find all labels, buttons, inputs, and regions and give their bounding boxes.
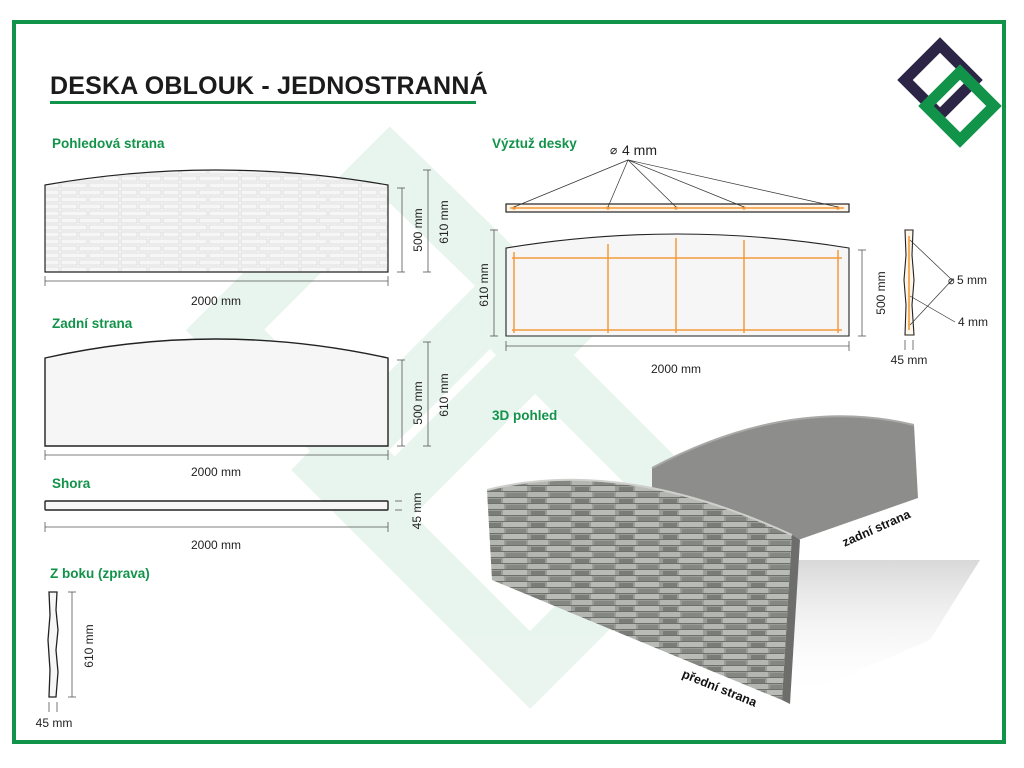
top-view-drawing (44, 500, 402, 532)
section-side-view: Z boku (zprava) (50, 566, 150, 581)
page-title: DESKA OBLOUK - JEDNOSTRANNÁ (50, 72, 488, 100)
section-back-view: Zadní strana (52, 316, 133, 331)
overlapping-squares-logo (897, 37, 1002, 148)
rebar-front-drawing (490, 229, 866, 351)
rebar-side-drawing (903, 229, 956, 350)
title-underline (50, 101, 476, 104)
section-rebar: Výztuž desky (492, 136, 577, 151)
rebar-top-strip (505, 159, 850, 213)
section-top-view: Shora (52, 476, 91, 491)
side-view-drawing (47, 591, 76, 712)
back-view-drawing (44, 338, 431, 460)
section-3d-view: 3D pohled (492, 408, 558, 423)
panel-3d-render (486, 415, 980, 704)
section-front-view: Pohledová strana (52, 136, 165, 151)
front-view-drawing (44, 169, 431, 286)
